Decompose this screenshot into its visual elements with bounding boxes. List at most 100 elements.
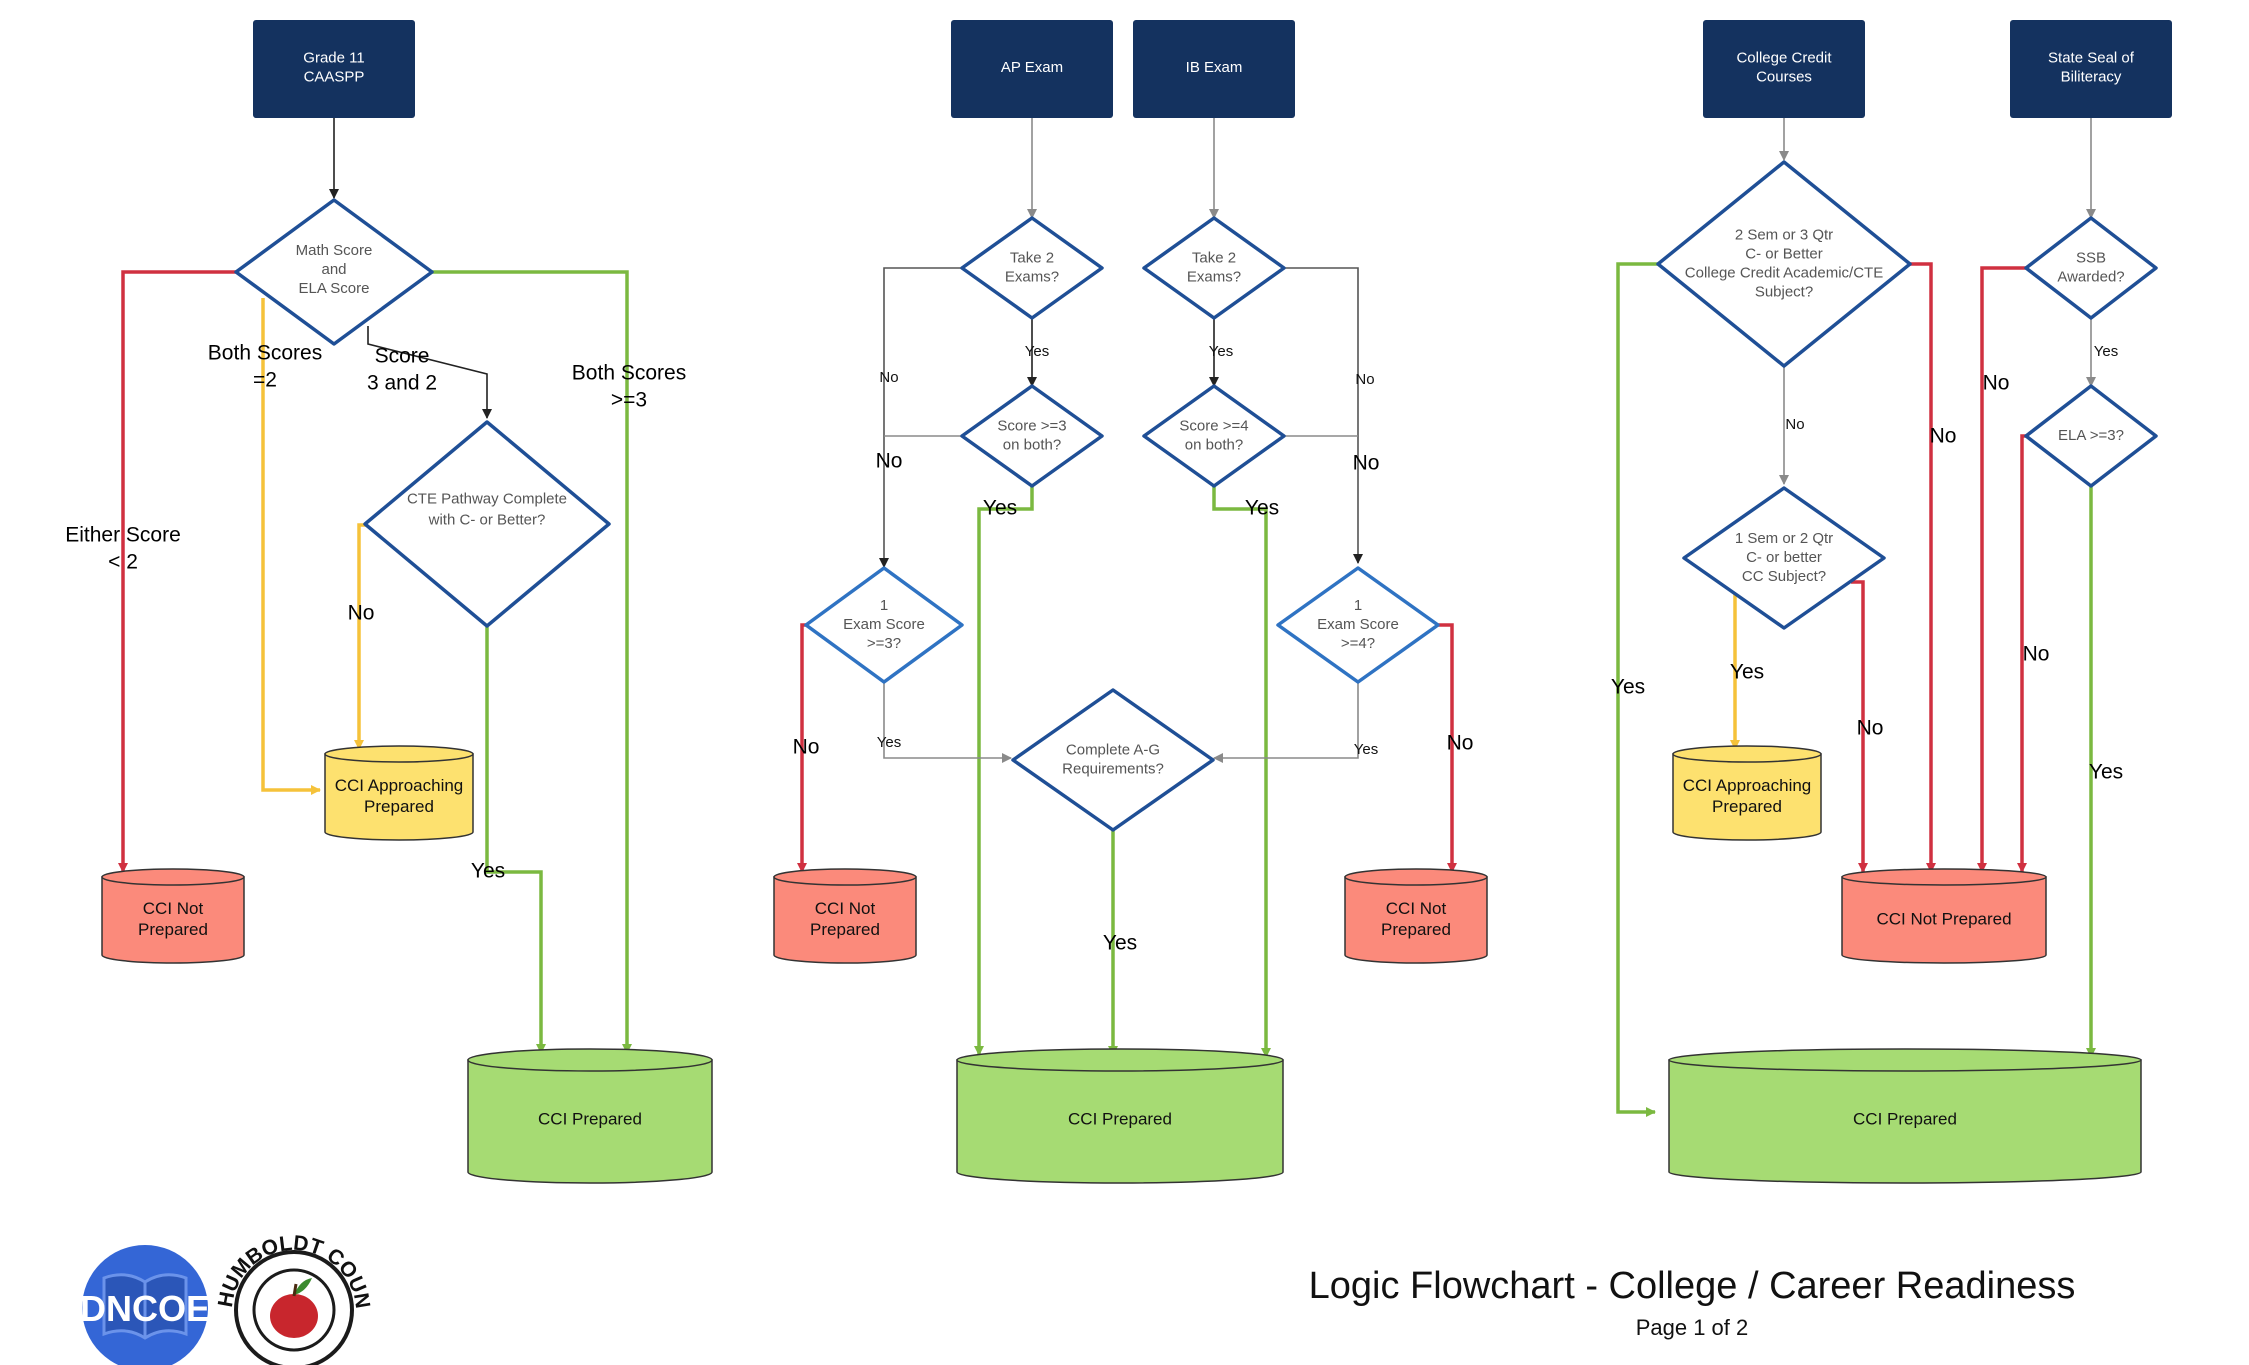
ssb-awarded-decision-label-line-1: Awarded?	[2057, 268, 2124, 285]
ap-take-two-exams-decision-label-line-1: Exams?	[1005, 268, 1059, 285]
cci-approaching-prepared-cylinder-1-top	[324, 745, 474, 763]
cci-approaching-prepared-cylinder-3-top	[1672, 745, 1822, 763]
ib-one-exam-score-decision-label-line-1: Exam Score	[1317, 616, 1399, 633]
ap-score-both-decision[interactable]: Score >=3on both?	[960, 384, 1104, 488]
cci-not-prepared-cylinder-3-top	[1841, 868, 2047, 886]
ib-one-exam-score-decision-label-line-0: 1	[1354, 597, 1362, 614]
cci-approaching-prepared-cylinder-1-label-line-0: CCI Approaching	[335, 776, 464, 795]
cci-prepared-cylinder-2-body	[956, 1059, 1284, 1184]
ap-take-two-exams-decision[interactable]: Take 2 Exams?	[960, 216, 1104, 320]
ib-take-two-exams-decision[interactable]: Take 2 Exams?	[1142, 216, 1286, 320]
dncoe-logo-text: DNCOE	[80, 1288, 210, 1329]
edge-label-both-ge3-line-0: Both Scores	[572, 362, 686, 385]
cci-not-prepared-cylinder-ap-label-line-1: Prepared	[810, 920, 880, 939]
cci-prepared-cylinder-2[interactable]: CCI Prepared	[956, 1048, 1284, 1184]
ap-one-exam-score-decision-label-line-2: >=3?	[867, 635, 901, 652]
cci-prepared-cylinder-1-body	[467, 1059, 713, 1184]
cte-pathway-decision-shape	[363, 420, 611, 628]
ela-score-decision-label-line-0: ELA >=3?	[2058, 427, 2124, 444]
cci-approaching-prepared-cylinder-3-label-line-0: CCI Approaching	[1683, 776, 1812, 795]
edge-ib-take2-no	[1284, 267, 1363, 564]
ib-exam-box-label-line-0: IB Exam	[1186, 59, 1243, 76]
edge-label-cte-no: No	[348, 602, 375, 625]
ap-exam-box-label-line-0: AP Exam	[1001, 59, 1063, 76]
edge-cte-no	[354, 523, 367, 750]
cci-not-prepared-cylinder-1-top	[101, 868, 245, 886]
edge-cte-yes	[485, 627, 546, 1054]
ap-one-exam-score-decision-shape	[804, 566, 964, 684]
cci-not-prepared-cylinder-ib-body	[1344, 876, 1488, 964]
edge-ib-1exam-no	[1438, 623, 1457, 873]
cci-not-prepared-cylinder-ib-label-line-0: CCI Not	[1386, 899, 1447, 918]
ap-exam-box[interactable]: AP Exam	[951, 20, 1113, 118]
cci-prepared-cylinder-3[interactable]: CCI Prepared	[1668, 1048, 2142, 1184]
ap-exam-box-shape	[951, 20, 1113, 118]
footer-page-number: Page 1 of 2	[1636, 1315, 1749, 1340]
humboldt-county-seal: HUMBOLDT COUNTY • OFFICE OF EDUCATION	[0, 0, 374, 1365]
edge-cc1-no	[1851, 580, 1868, 873]
edge-score-3-2	[367, 326, 492, 419]
cci-not-prepared-cylinder-1-label-line-1: Prepared	[138, 920, 208, 939]
college-credit-1sem-decision-label-line-0: 1 Sem or 2 Qtr	[1735, 530, 1833, 547]
math-ela-score-decision-label-line-1: and	[321, 261, 346, 278]
ela-score-decision[interactable]: ELA >=3?	[2024, 384, 2158, 488]
edge-either-lt2	[118, 270, 236, 873]
edge-label-ap-1exam-no: No	[793, 736, 820, 759]
cci-not-prepared-cylinder-1-body	[101, 876, 245, 964]
cci-not-prepared-cylinder-ib-label-line-1: Prepared	[1381, 920, 1451, 939]
cci-approaching-prepared-cylinder-1-label-line-1: Prepared	[364, 797, 434, 816]
college-credit-2sem-decision-label-line-3: Subject?	[1755, 283, 1813, 300]
ap-score-both-decision-shape	[960, 384, 1104, 488]
edge-label-ap-1exam-yes: Yes	[877, 734, 901, 751]
edge-label-cc1-yes: Yes	[1730, 661, 1764, 684]
a-g-requirements-decision-shape	[1011, 688, 1215, 832]
cci-prepared-cylinder-3-top	[1668, 1048, 2142, 1072]
edge-label-either-lt2-line-0: Either Score	[65, 524, 181, 547]
state-seal-biliteracy-box-label-line-1: Biliteracy	[2061, 68, 2122, 85]
cte-pathway-decision-label-line-0: CTE Pathway Complete	[407, 490, 567, 507]
ib-exam-box[interactable]: IB Exam	[1133, 20, 1295, 118]
edge-label-ssb-yes: Yes	[2094, 343, 2118, 360]
cci-not-prepared-cylinder-ap-body	[773, 876, 917, 964]
college-credit-courses-box-label-line-0: College Credit	[1736, 49, 1832, 66]
ib-take-two-exams-decision-label-line-1: Exams?	[1187, 268, 1241, 285]
cci-prepared-cylinder-1[interactable]: CCI Prepared	[467, 1048, 713, 1184]
ssb-awarded-decision-label-line-0: SSB	[2076, 249, 2106, 266]
edge-label-ib-1exam-yes: Yes	[1354, 741, 1378, 758]
ap-take-two-exams-decision-label-line-0: Take 2	[1010, 249, 1054, 266]
edge-label-cc1-no: No	[1857, 717, 1884, 740]
ib-score-both-decision-label-line-1: on both?	[1185, 436, 1243, 453]
cci-approaching-prepared-cylinder-3-body	[1672, 753, 1822, 841]
ib-score-both-decision[interactable]: Score >=4on both?	[1142, 384, 1286, 488]
ssb-awarded-decision[interactable]: SSB Awarded?	[2024, 216, 2158, 320]
apple-icon	[270, 1294, 318, 1338]
edge-label-cc-no-right: No	[1930, 425, 1957, 448]
cci-approaching-prepared-cylinder-1-body	[324, 753, 474, 841]
ib-take-two-exams-decision-label-line-0: Take 2	[1192, 249, 1236, 266]
edge-label-ela-yes: Yes	[2089, 761, 2123, 784]
cci-not-prepared-cylinder-3[interactable]: CCI Not Prepared	[1841, 868, 2047, 964]
grade11-caaspp-box-label-line-0: Grade 11	[303, 49, 364, 66]
edge-label-ib-take2-yes: Yes	[1209, 343, 1233, 360]
edge-label-ap-take2-no: No	[879, 369, 898, 386]
cci-prepared-cylinder-2-label-line-0: CCI Prepared	[1068, 1109, 1172, 1128]
edge-ib-1exam-yes	[1213, 682, 1359, 763]
ib-take-two-exams-decision-shape	[1142, 216, 1286, 320]
